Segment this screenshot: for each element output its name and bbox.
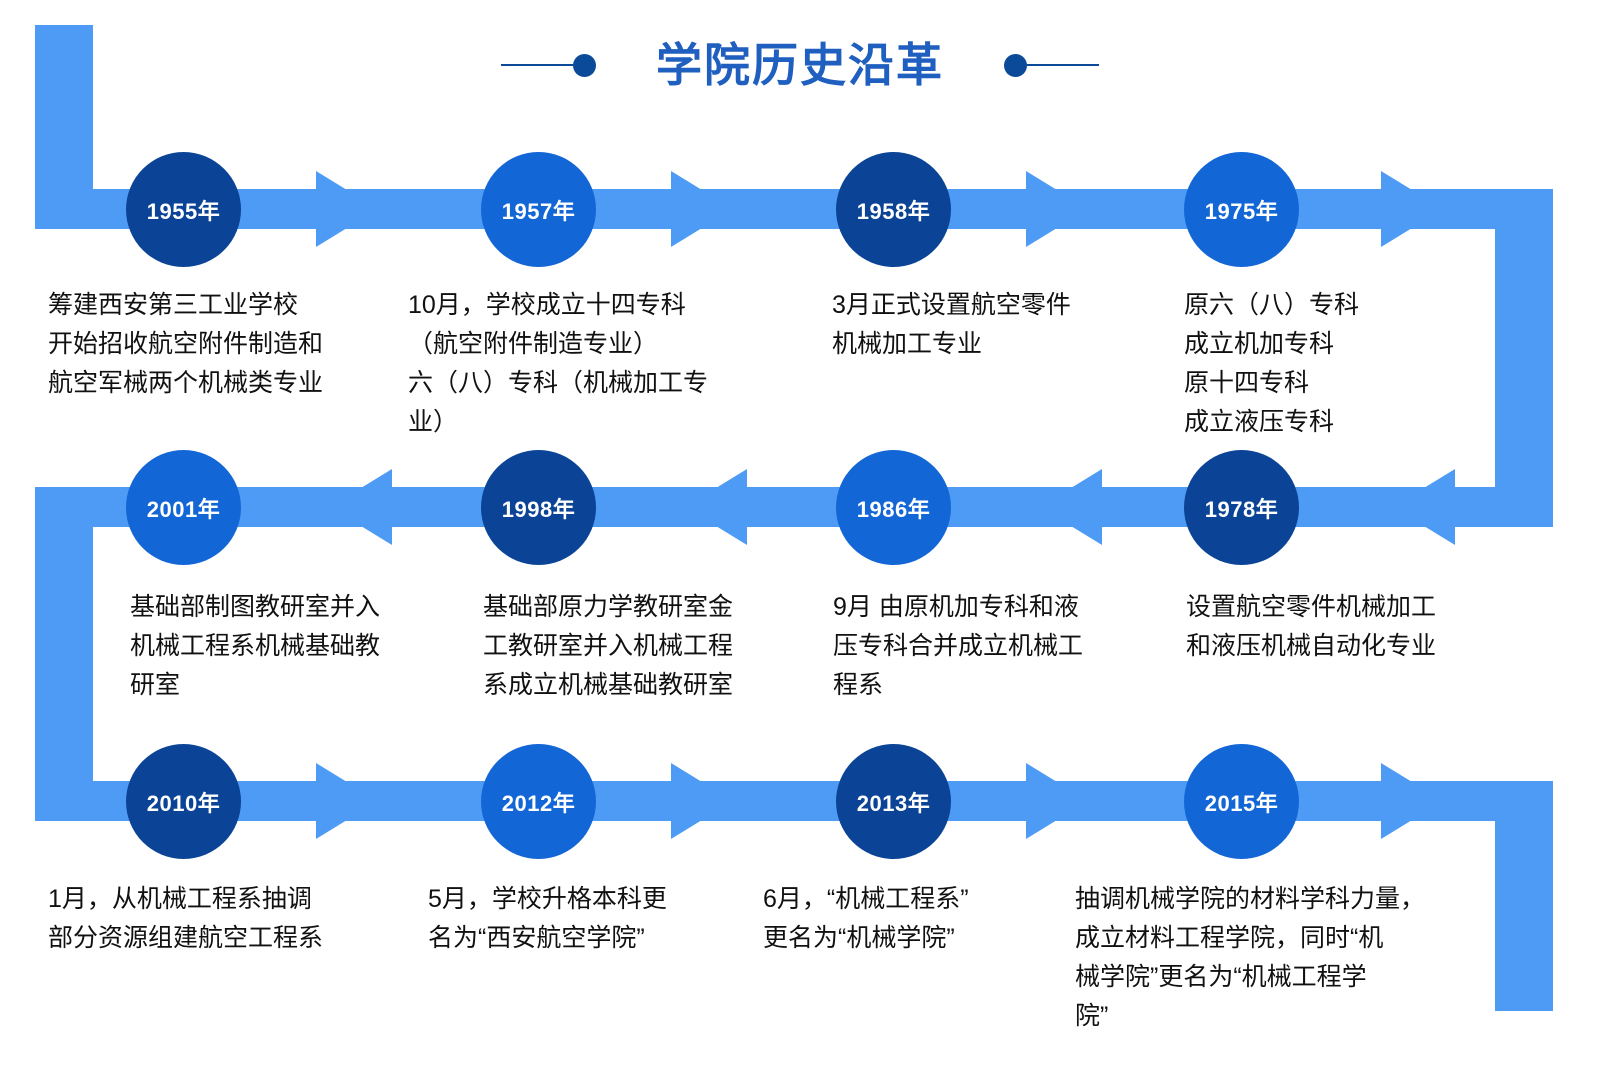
ribbon-left-connector [35,487,93,821]
timeline-node-2015[interactable]: 2015年 [1184,744,1299,859]
ribbon-arrow-left-icon [1040,469,1102,545]
timeline-caption-1957: 10月，学校成立十四专科 （航空附件制造专业） 六（八）专科（机械加工专 业） [408,291,709,436]
decoration-dot-icon [1004,53,1027,77]
ribbon-arrow-right-icon [1026,763,1088,839]
year-label: 1958年 [856,198,931,224]
timeline-caption-1978: 设置航空零件机械加工 和液压机械自动化专业 [1186,593,1437,660]
timeline-node-1958[interactable]: 1958年 [836,152,951,267]
year-label: 2010年 [146,790,221,816]
ribbon-row1-band [35,189,1553,229]
timeline-node-1975[interactable]: 1975年 [1184,152,1299,267]
decoration-line-icon [1027,64,1099,66]
year-label: 1957年 [501,198,576,224]
timeline-caption-1955: 筹建西安第三工业学校 开始招收航空附件制造和 航空军械两个机械类专业 [48,291,324,397]
timeline-caption-2010: 1月，从机械工程系抽调 部分资源组建航空工程系 [48,885,324,952]
title-right-decoration [1004,53,1099,77]
timeline-caption-1998: 基础部原力学教研室金 工教研室并入机械工程 系成立机械基础教研室 [483,593,734,699]
timeline-node-1957[interactable]: 1957年 [481,152,596,267]
ribbon-row3-band [35,781,1553,821]
timeline-node-1955[interactable]: 1955年 [126,152,241,267]
year-label: 1998年 [501,496,576,522]
ribbon-arrow-right-icon [1026,171,1088,247]
ribbon-arrow-right-icon [1381,763,1443,839]
title-left-decoration [501,53,596,77]
ribbon-arrow-right-icon [671,171,733,247]
decoration-dot-icon [573,53,596,77]
timeline-caption-2012: 5月，学校升格本科更 名为“西安航空学院” [428,885,667,952]
year-label: 2012年 [501,790,576,816]
year-label: 2015年 [1204,790,1279,816]
timeline-caption-2013: 6月，“机械工程系” 更名为“机械学院” [763,885,969,952]
ribbon-end-vertical [1495,781,1553,1011]
timeline-node-2013[interactable]: 2013年 [836,744,951,859]
timeline-node-1998[interactable]: 1998年 [481,450,596,565]
ribbon-arrow-right-icon [316,171,378,247]
page-title-bar: 学院历史沿革 [0,30,1600,100]
timeline-caption-1975: 原六（八）专科 成立机加专科 原十四专科 成立液压专科 [1184,291,1360,436]
timeline-caption-1958: 3月正式设置航空零件 机械加工专业 [832,291,1071,358]
ribbon-row2-band [35,487,1553,527]
timeline-caption-2015: 抽调机械学院的材料学科力量， 成立材料工程学院，同时“机 械学院”更名为“机械工… [1075,885,1426,1030]
ribbon-arrow-right-icon [316,763,378,839]
ribbon-right-connector [1495,189,1553,527]
year-label: 1975年 [1204,198,1279,224]
year-label: 2013年 [856,790,931,816]
timeline-node-2001[interactable]: 2001年 [126,450,241,565]
decoration-line-icon [501,64,573,66]
timeline-node-2012[interactable]: 2012年 [481,744,596,859]
timeline-caption-2001: 基础部制图教研室并入 机械工程系机械基础教 研室 [130,593,381,699]
year-label: 2001年 [146,496,221,522]
ribbon-arrow-right-icon [1381,171,1443,247]
year-label: 1986年 [856,496,931,522]
ribbon-arrow-left-icon [1393,469,1455,545]
page-title: 学院历史沿革 [656,39,944,91]
ribbon-arrow-left-icon [685,469,747,545]
timeline-node-2010[interactable]: 2010年 [126,744,241,859]
timeline-caption-1986: 9月 由原机加专科和液 压专科合并成立机械工 程系 [833,593,1084,699]
timeline-node-1978[interactable]: 1978年 [1184,450,1299,565]
year-label: 1955年 [146,198,221,224]
ribbon-arrow-right-icon [671,763,733,839]
ribbon-arrow-left-icon [330,469,392,545]
year-label: 1978年 [1204,496,1279,522]
timeline-node-1986[interactable]: 1986年 [836,450,951,565]
